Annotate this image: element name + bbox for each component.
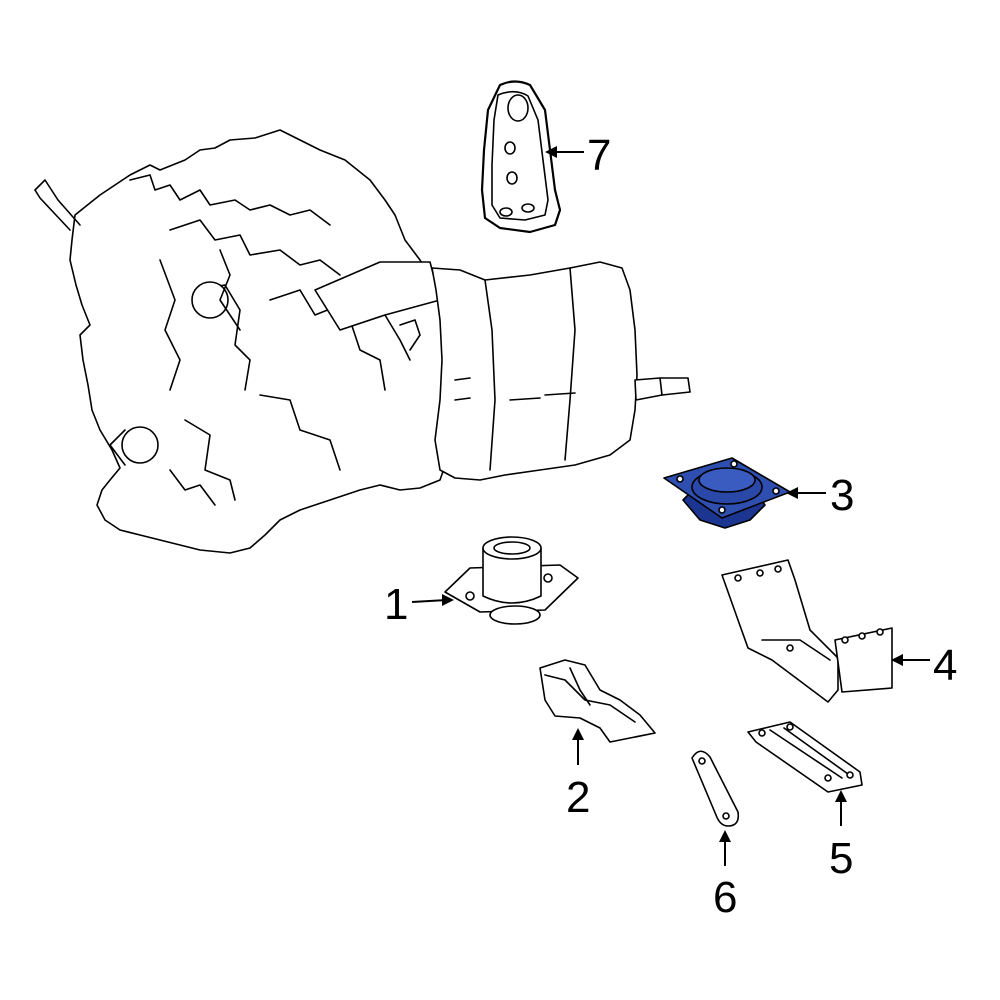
callout-4: 4 [891,641,957,690]
callout-label-7: 7 [587,131,611,180]
engine-transmission-assembly [34,129,691,554]
callout-label-2: 2 [566,773,590,822]
part-6-strap [691,750,740,827]
callout-label-6: 6 [713,873,737,922]
part-3-transmission-mount [663,457,791,529]
callout-label-5: 5 [829,834,853,883]
callout-5: 5 [829,790,853,883]
part-1-engine-mount [444,536,579,625]
part-5-bracket [747,721,863,793]
callout-7: 7 [545,131,611,180]
callout-1: 1 [384,580,454,629]
part-4-crossmember [721,559,893,703]
part-7-bracket [480,80,562,234]
part-2-heat-shield [539,659,656,743]
callout-label-3: 3 [830,471,854,520]
callout-6: 6 [713,830,737,922]
callout-2: 2 [566,728,590,822]
callout-label-4: 4 [933,641,957,690]
callout-3: 3 [786,471,854,520]
callout-label-1: 1 [384,580,408,629]
